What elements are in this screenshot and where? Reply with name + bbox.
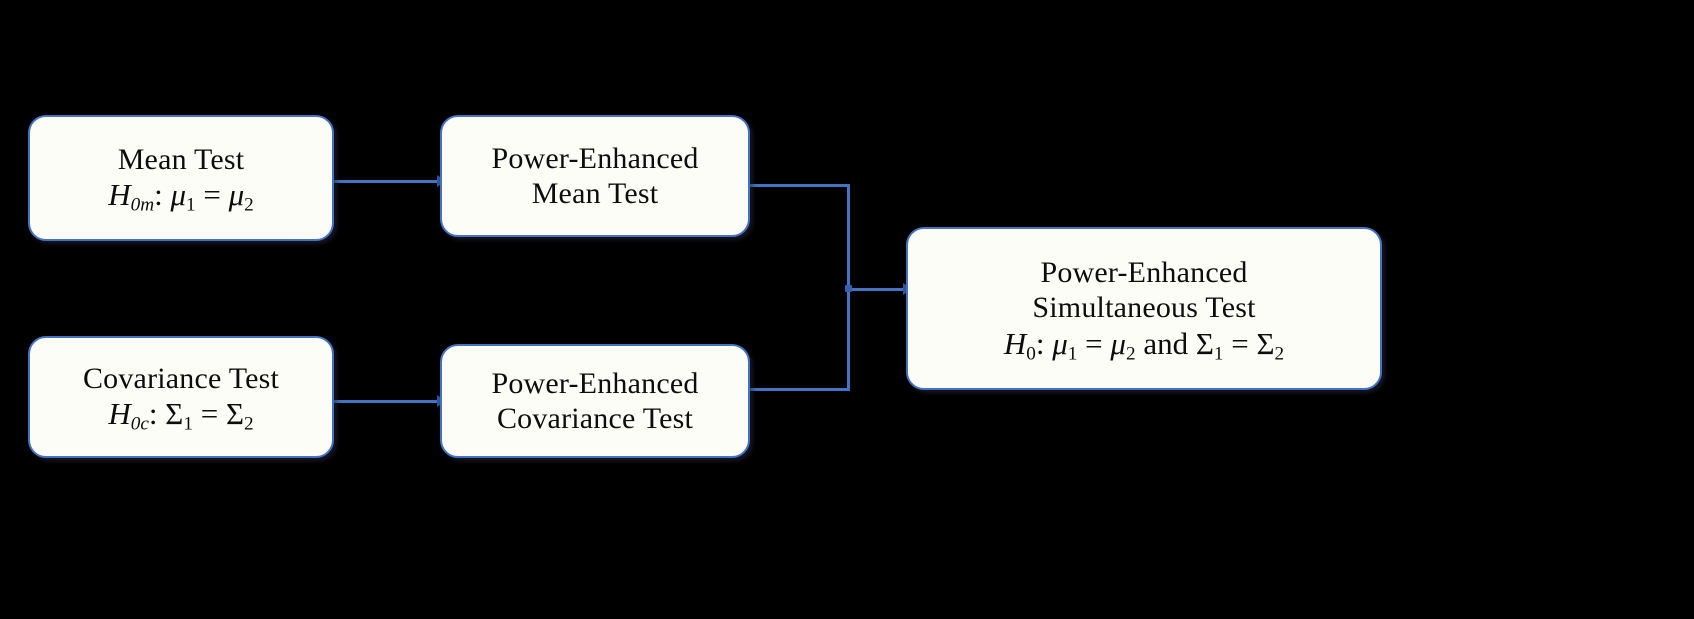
node-mean-test-hypothesis: H0m: μ1 = μ2 <box>108 177 254 214</box>
node-pe-sim-line2: Simultaneous Test <box>1032 291 1256 325</box>
node-covariance-test[interactable]: Covariance Test H0c: Σ1 = Σ2 <box>28 336 334 458</box>
symbol-sigma2-subscript: 2 <box>1274 342 1285 364</box>
node-covariance-test-hypothesis: H0c: Σ1 = Σ2 <box>108 396 253 433</box>
edge-pe-mean-to-junction <box>750 184 850 187</box>
symbol-sigma1-subscript: 1 <box>1213 342 1224 364</box>
symbol-sigma2: Σ <box>1256 325 1275 361</box>
symbol-and: and <box>1135 325 1196 361</box>
symbol-equals-1: = <box>1077 325 1111 361</box>
symbol-mu1-subscript: 1 <box>1067 342 1078 364</box>
node-power-enhanced-covariance-test[interactable]: Power-Enhanced Covariance Test <box>440 344 750 458</box>
symbol-sigma1: Σ <box>1195 325 1214 361</box>
node-power-enhanced-simultaneous-test[interactable]: Power-Enhanced Simultaneous Test H0: μ1 … <box>906 227 1382 390</box>
symbol-equals: = <box>195 177 229 213</box>
edge-junction-to-pe-simultaneous <box>847 288 912 291</box>
node-pe-mean-line2: Mean Test <box>531 177 659 210</box>
node-pe-sim-hypothesis: H0: μ1 = μ2 and Σ1 = Σ2 <box>1004 326 1284 363</box>
symbol-colon: : <box>148 396 166 432</box>
symbol-H: H <box>108 396 131 432</box>
symbol-mu1: μ <box>1052 325 1068 361</box>
symbol-equals: = <box>192 396 226 432</box>
node-mean-test[interactable]: Mean Test H0m: μ1 = μ2 <box>28 115 334 241</box>
junction-node <box>845 285 852 292</box>
symbol-H: H <box>108 177 131 213</box>
node-covariance-test-title: Covariance Test <box>82 362 280 396</box>
symbol-mu2: μ <box>1110 325 1126 361</box>
symbol-H-subscript: 0 <box>1026 342 1036 364</box>
edge-cov-to-pe-cov <box>334 400 446 403</box>
symbol-H: H <box>1003 325 1027 361</box>
symbol-mu1-subscript: 1 <box>186 194 196 216</box>
symbol-mu2-subscript: 2 <box>244 194 254 216</box>
node-pe-sim-line1: Power-Enhanced <box>1040 255 1248 289</box>
edge-pe-cov-to-junction <box>750 388 850 391</box>
symbol-H-subscript: 0m <box>130 194 155 216</box>
symbol-mu2-subscript: 2 <box>1125 342 1136 364</box>
symbol-sigma2-subscript: 2 <box>243 413 254 435</box>
symbol-sigma1: Σ <box>165 396 184 432</box>
symbol-colon: : <box>1035 325 1053 361</box>
symbol-sigma1-subscript: 1 <box>183 413 193 435</box>
node-mean-test-title: Mean Test <box>117 143 245 177</box>
symbol-mu2: μ <box>228 177 245 213</box>
edge-mean-to-pe-mean <box>334 180 446 183</box>
node-pe-cov-line1: Power-Enhanced <box>491 366 699 400</box>
symbol-colon: : <box>154 177 171 213</box>
symbol-H-subscript: 0c <box>130 413 149 435</box>
node-power-enhanced-mean-test[interactable]: Power-Enhanced Mean Test <box>440 115 750 237</box>
node-pe-mean-line1: Power-Enhanced <box>491 141 699 175</box>
symbol-equals-2: = <box>1223 325 1257 361</box>
symbol-mu1: μ <box>170 177 187 213</box>
node-pe-cov-line2: Covariance Test <box>496 402 694 435</box>
symbol-sigma2: Σ <box>225 396 244 432</box>
